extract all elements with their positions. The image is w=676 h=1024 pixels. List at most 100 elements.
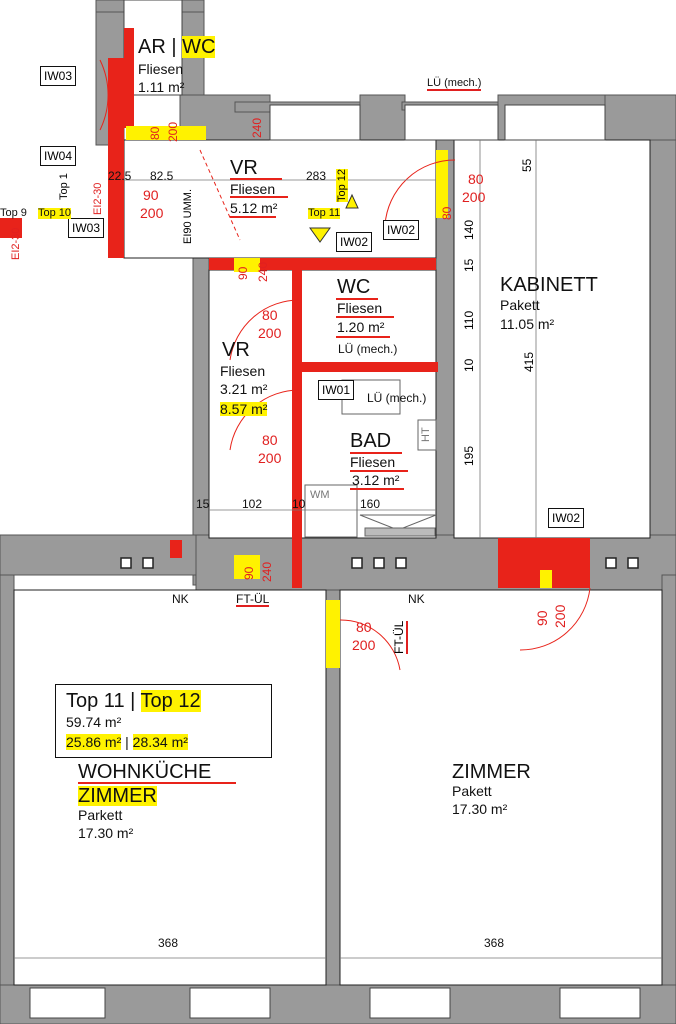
vr-mid-area: 3.21 m² xyxy=(220,381,268,397)
top11-label: Top 11 xyxy=(308,207,341,219)
dim-15-a: 15 xyxy=(462,258,476,272)
dim-82-5: 82.5 xyxy=(150,169,174,183)
kabinett-floor: Pakett xyxy=(500,297,540,313)
door2-height: 200 xyxy=(140,205,164,221)
top9-label: Top 9 xyxy=(0,207,27,219)
dim-283: 283 xyxy=(306,169,327,183)
wc-name: WC xyxy=(337,276,371,298)
dim-55: 55 xyxy=(520,158,534,172)
dim-140: 140 xyxy=(462,219,476,240)
door10-height: 240 xyxy=(250,117,264,138)
door5-height: 200 xyxy=(258,450,282,466)
vent-top-label: LÜ (mech.) xyxy=(427,77,482,91)
dim-368-a: 368 xyxy=(158,936,179,950)
ftul-label-2: FT-ÜL xyxy=(392,620,408,654)
dim-10-b: 10 xyxy=(292,497,306,511)
door6-width: 90 xyxy=(236,266,250,280)
door5-width: 80 xyxy=(262,432,278,448)
tag-iw02-corner: IW02 xyxy=(383,220,420,240)
nk-label-1: NK xyxy=(172,592,189,606)
top1x-label: Top 1 xyxy=(58,173,70,200)
room-floors xyxy=(13,139,663,986)
door9-height: 200 xyxy=(552,604,568,628)
tag-iw02-kabinett: IW02 xyxy=(548,508,585,528)
bad-name: BAD xyxy=(350,430,392,452)
kabinett-name: KABINETT xyxy=(500,274,598,296)
door4-width: 80 xyxy=(262,307,278,323)
new-walls xyxy=(0,28,590,588)
summary-top11: Top 11 xyxy=(66,690,125,712)
vr-mid-name: VR xyxy=(222,339,250,361)
bad-vent: LÜ (mech.) xyxy=(367,391,427,405)
ar-area: 1.11 m² xyxy=(138,79,185,95)
ar-name: AR xyxy=(138,36,166,58)
wc-area: 1.20 m² xyxy=(337,319,385,335)
tag-iw01: IW01 xyxy=(318,380,355,400)
dim-195: 195 xyxy=(462,445,476,466)
vr-top-floor: Fliesen xyxy=(230,181,276,197)
vent-squares xyxy=(120,557,639,569)
door4-height: 200 xyxy=(258,325,282,341)
summary-sep2: | xyxy=(125,734,129,750)
markers xyxy=(0,193,359,243)
ftul-label-1: FT-ÜL xyxy=(236,592,270,607)
bad-area: 3.12 m² xyxy=(352,472,400,488)
door9-width: 90 xyxy=(534,610,550,626)
vr-top-area: 5.12 m² xyxy=(230,200,278,216)
dim-10-a: 10 xyxy=(462,358,476,372)
bad-floor: Fliesen xyxy=(350,454,396,470)
wohnkueche-name: WOHNKÜCHE xyxy=(78,761,212,783)
ar-floor: Fliesen xyxy=(138,61,184,77)
top10-label: Top 10 xyxy=(38,207,72,219)
summary-box: Top 11 | Top 12 59.74 m² 25.86 m² | 28.3… xyxy=(55,684,272,758)
door2-width: 90 xyxy=(143,187,159,203)
wc-name-hl: WC xyxy=(182,36,216,58)
dim-160: 160 xyxy=(360,497,381,511)
wohnkueche-floor: Parkett xyxy=(78,807,123,823)
zimmer-floor: Pakett xyxy=(452,783,492,799)
zimmer-area: 17.30 m² xyxy=(452,801,508,817)
vr-top-name: VR xyxy=(230,157,258,179)
dim-22-5: 22.5 xyxy=(108,169,132,183)
ei230-label-a: EI2-30 xyxy=(92,182,104,215)
tag-iw02-vr: IW02 xyxy=(336,232,373,252)
nk-label-2: NK xyxy=(408,592,425,606)
ar-wc-title: AR | WC xyxy=(138,36,216,58)
vr-mid-floor: Fliesen xyxy=(220,363,266,379)
dim-102: 102 xyxy=(242,497,263,511)
dim-15-b: 15 xyxy=(196,497,210,511)
kabinett-area: 11.05 m² xyxy=(500,316,555,332)
tag-iw04: IW04 xyxy=(40,146,77,166)
wc-floor: Fliesen xyxy=(337,300,383,316)
door1-height: 200 xyxy=(166,121,180,142)
door3-height: 200 xyxy=(462,189,486,205)
door-fills xyxy=(126,126,552,668)
tag-iw03-top: IW03 xyxy=(40,66,77,86)
dim-415: 415 xyxy=(522,351,536,372)
ar-sep: | xyxy=(171,36,177,58)
tag-iw03-bottom: IW03 xyxy=(68,218,105,238)
dim-110: 110 xyxy=(462,310,476,330)
ei230-label-b: EI2-30 xyxy=(10,227,22,260)
summary-total: 59.74 m² xyxy=(66,714,122,730)
door3-width: 80 xyxy=(468,171,484,187)
wohnkueche-name2: ZIMMER xyxy=(78,785,157,807)
door8-height: 200 xyxy=(352,637,376,653)
door6-height: 240 xyxy=(256,261,270,282)
dim-368-b: 368 xyxy=(484,936,505,950)
summary-areas: 25.86 m² | 28.34 m² xyxy=(66,734,188,750)
summary-a12: 28.34 m² xyxy=(132,734,188,750)
summary-a11: 25.86 m² xyxy=(66,734,122,750)
door10-width: 80 xyxy=(440,206,454,220)
dim-lines xyxy=(14,140,662,959)
door1-width: 80 xyxy=(148,126,162,140)
wohnkueche-area: 17.30 m² xyxy=(78,825,134,841)
door7-width: 90 xyxy=(242,566,256,580)
summary-top12: Top 12 xyxy=(140,690,201,712)
summary-sep: | xyxy=(130,690,136,712)
wc-vent: LÜ (mech.) xyxy=(338,342,398,356)
door7-height: 240 xyxy=(260,561,274,582)
ei90-label: EI90 UMM. xyxy=(182,188,194,244)
